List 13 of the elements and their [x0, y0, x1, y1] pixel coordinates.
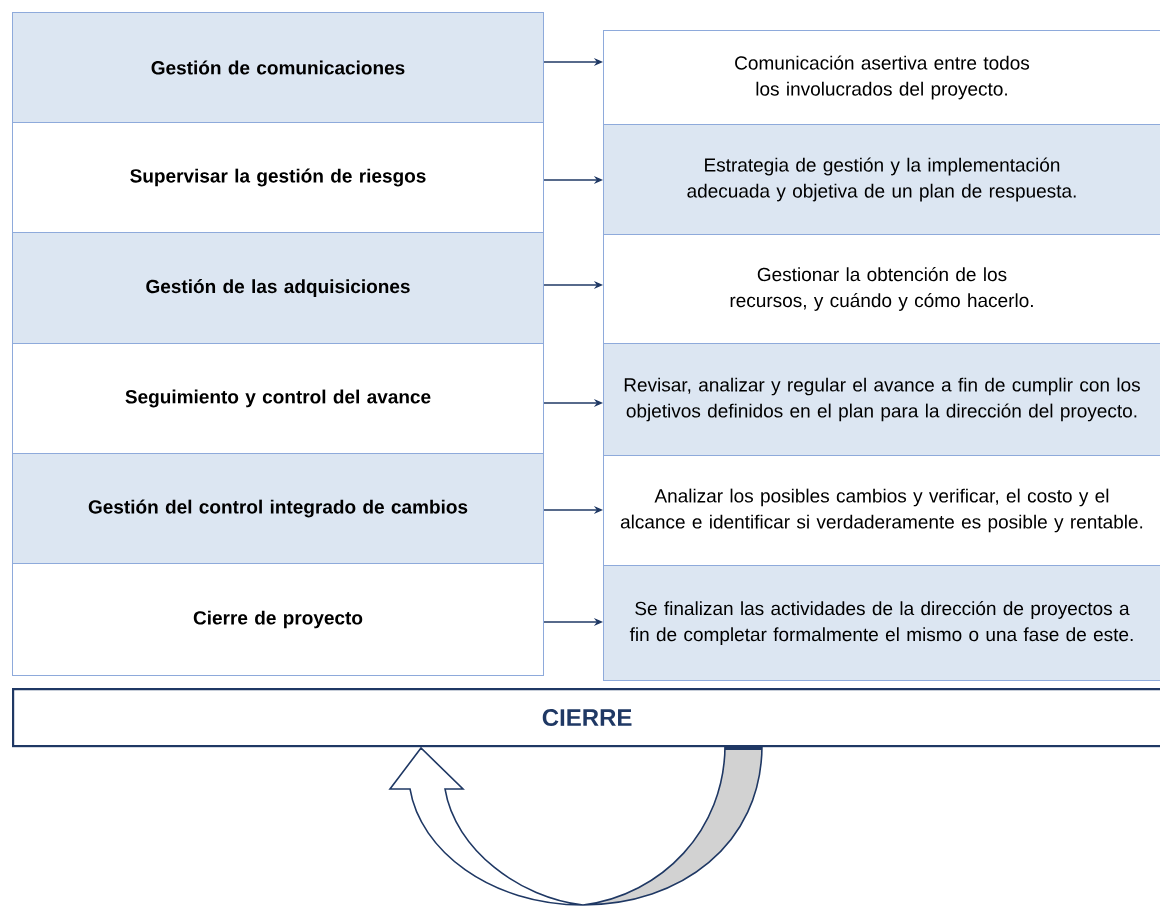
description-box: Comunicación asertiva entre todos los involucrados del proyecto.: [603, 30, 1160, 125]
process-box: Cierre de proyecto: [12, 563, 544, 676]
process-box: Gestión de comunicaciones: [12, 12, 544, 123]
description-box: Se finalizan las actividades de la dirección de proyectos a fin de completar formalmente el mismo o una fase de este.: [603, 565, 1160, 681]
process-box: Seguimiento y control del avance: [12, 343, 544, 454]
description-box: Revisar, analizar y regular el avance a fin de cumplir con los objetivos definidos en el plan para la dirección del proyecto.: [603, 343, 1160, 456]
process-box: Gestión de las adquisiciones: [12, 232, 544, 344]
phase-band: CIERRE: [12, 688, 1160, 748]
process-box: Supervisar la gestión de riesgos: [12, 122, 544, 233]
description-box: Estrategia de gestión y la implementación adecuada y objetiva de un plan de respuesta.: [603, 124, 1160, 235]
process-box: Gestión del control integrado de cambios: [12, 453, 544, 564]
description-box: Analizar los posibles cambios y verificar, el costo y el alcance e identificar si verdaderamente es posible y rentable.: [603, 455, 1160, 566]
description-box: Gestionar la obtención de los recursos, y cuándo y cómo hacerlo.: [603, 234, 1160, 344]
